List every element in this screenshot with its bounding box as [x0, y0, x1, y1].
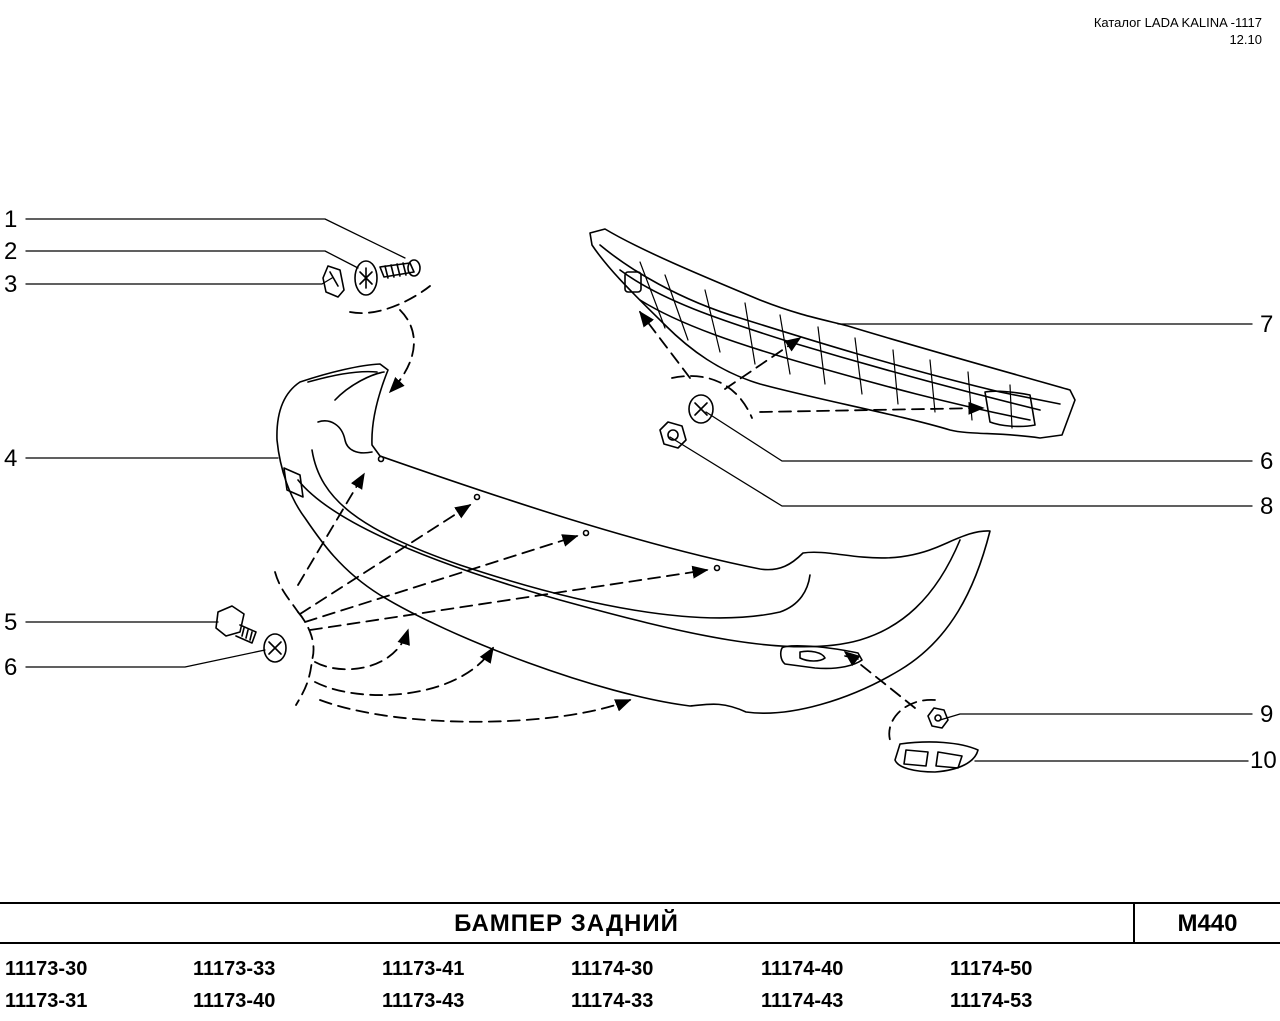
catalog-title: Каталог LADA KALINA -1117 [1093, 15, 1262, 30]
clip-3 [322, 265, 345, 298]
model-code: 11173-41 [382, 958, 465, 980]
nut-8 [659, 421, 687, 449]
callout-6-right: 6 [1260, 448, 1274, 475]
assembly-arrows [274, 285, 985, 741]
callout-5: 5 [4, 609, 18, 636]
washer-2 [354, 260, 378, 296]
title-divider [1133, 904, 1135, 944]
callout-7: 7 [1260, 311, 1274, 338]
title-block: БАМПЕР ЗАДНИЙ M440 [0, 902, 1280, 944]
model-code: 11173-30 [5, 958, 88, 980]
screw-1 [379, 259, 421, 279]
callout-4: 4 [4, 445, 18, 472]
rear-bumper-part [276, 363, 991, 714]
model-code: 11173-40 [193, 990, 276, 1012]
reflector-10 [894, 741, 979, 773]
nut-9 [927, 707, 949, 729]
grille-part [589, 228, 1076, 439]
washer-6-right [688, 394, 714, 424]
model-code: 11174-40 [761, 958, 844, 980]
washer-6-left [263, 633, 287, 663]
model-code: 11174-30 [571, 958, 654, 980]
model-code: 11173-33 [193, 958, 276, 980]
exploded-view-drawing [25, 218, 1253, 773]
catalog-header: Каталог LADA KALINA -1117 12.10 [1094, 14, 1262, 48]
model-code: 11174-53 [950, 990, 1033, 1012]
callout-8: 8 [1260, 493, 1274, 520]
model-code: 11173-31 [5, 990, 88, 1012]
model-code: 11174-33 [571, 990, 654, 1012]
callout-9: 9 [1260, 701, 1274, 728]
assembly-title: БАМПЕР ЗАДНИЙ [454, 910, 679, 937]
callout-10: 10 [1250, 747, 1277, 774]
callout-2: 2 [4, 238, 18, 265]
leader-lines [25, 218, 1253, 762]
callout-1: 1 [4, 206, 18, 233]
model-code: 11174-43 [761, 990, 844, 1012]
model-code: 11174-50 [950, 958, 1033, 980]
sheet-code: M440 [1177, 910, 1238, 937]
callout-6-left: 6 [4, 654, 18, 681]
catalog-version: 12.10 [1229, 32, 1262, 47]
callout-3: 3 [4, 271, 18, 298]
bolt-5 [215, 605, 257, 644]
model-code: 11173-43 [382, 990, 465, 1012]
